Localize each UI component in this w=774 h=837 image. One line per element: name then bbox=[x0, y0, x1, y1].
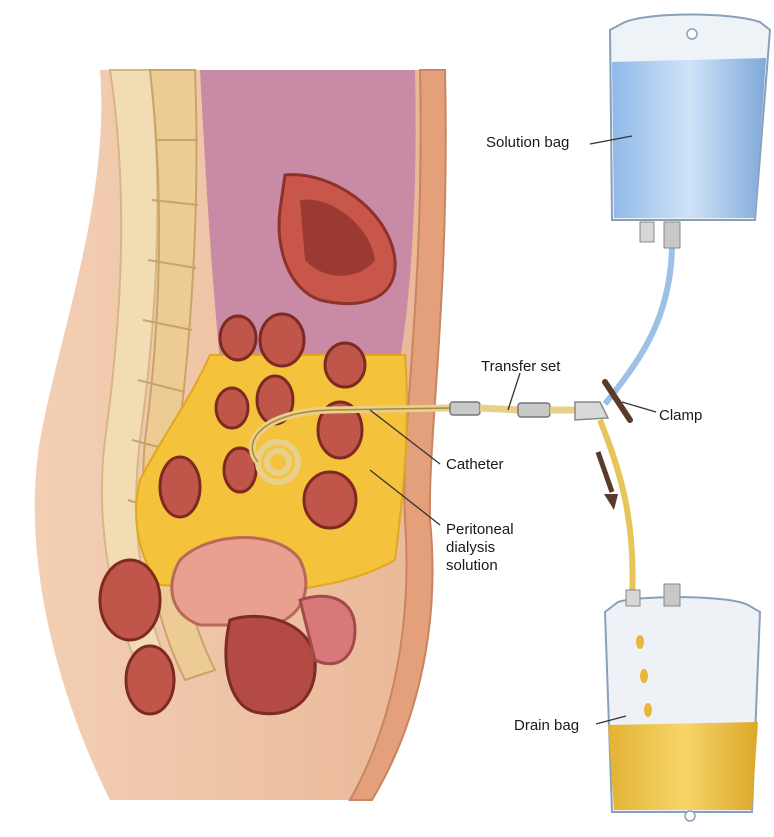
peritoneal-label-line1: Peritoneal bbox=[446, 521, 536, 539]
peritoneal-label-line2: dialysis bbox=[446, 539, 536, 557]
solution-bag bbox=[610, 15, 770, 249]
clamp-label: Clamp bbox=[659, 407, 702, 425]
drain-bag bbox=[605, 584, 760, 821]
peritoneal-solution-label: Peritoneal dialysis solution bbox=[446, 521, 536, 575]
drain-tube bbox=[600, 420, 633, 600]
solution-bag-label: Solution bag bbox=[486, 134, 569, 152]
peritoneal-label-line3: solution bbox=[446, 557, 536, 575]
drain-bag-label: Drain bag bbox=[514, 717, 579, 735]
transfer-set-connectors bbox=[450, 402, 608, 420]
solution-tube bbox=[605, 248, 672, 404]
transfer-set-label: Transfer set bbox=[481, 358, 560, 376]
catheter-label: Catheter bbox=[446, 456, 504, 474]
